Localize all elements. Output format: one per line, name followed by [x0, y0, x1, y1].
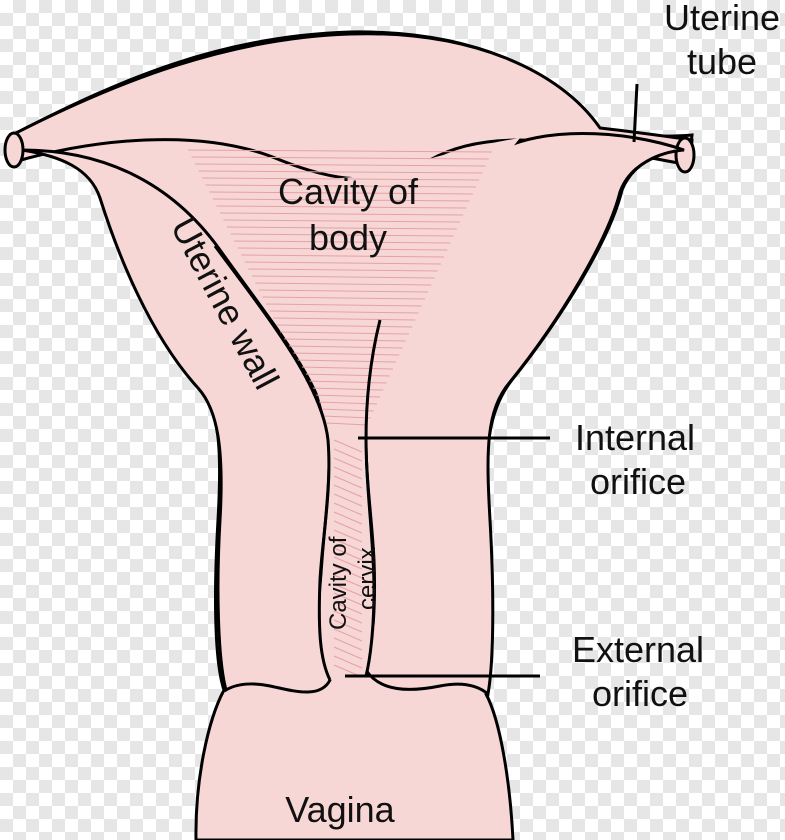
external-orifice-label-line2: orifice	[592, 673, 688, 714]
external-orifice-label-line1: External	[572, 629, 704, 670]
internal-orifice-label-line1: Internal	[575, 417, 695, 458]
right-tube-end	[676, 138, 694, 172]
left-tube-end	[5, 133, 23, 167]
cavity-of-cervix-label-line1: Cavity of	[325, 536, 352, 630]
cavity-of-body-label-line1: Cavity of	[278, 171, 419, 212]
vagina-label: Vagina	[285, 789, 395, 830]
uterine-tube-label-line2: tube	[687, 41, 757, 82]
cavity-of-body-label-line2: body	[309, 217, 387, 258]
cavity-of-cervix-label-line2: cervix	[354, 547, 381, 610]
uterine-tube-label-line1: Uterine	[664, 0, 780, 38]
internal-orifice-label-line2: orifice	[590, 461, 686, 502]
